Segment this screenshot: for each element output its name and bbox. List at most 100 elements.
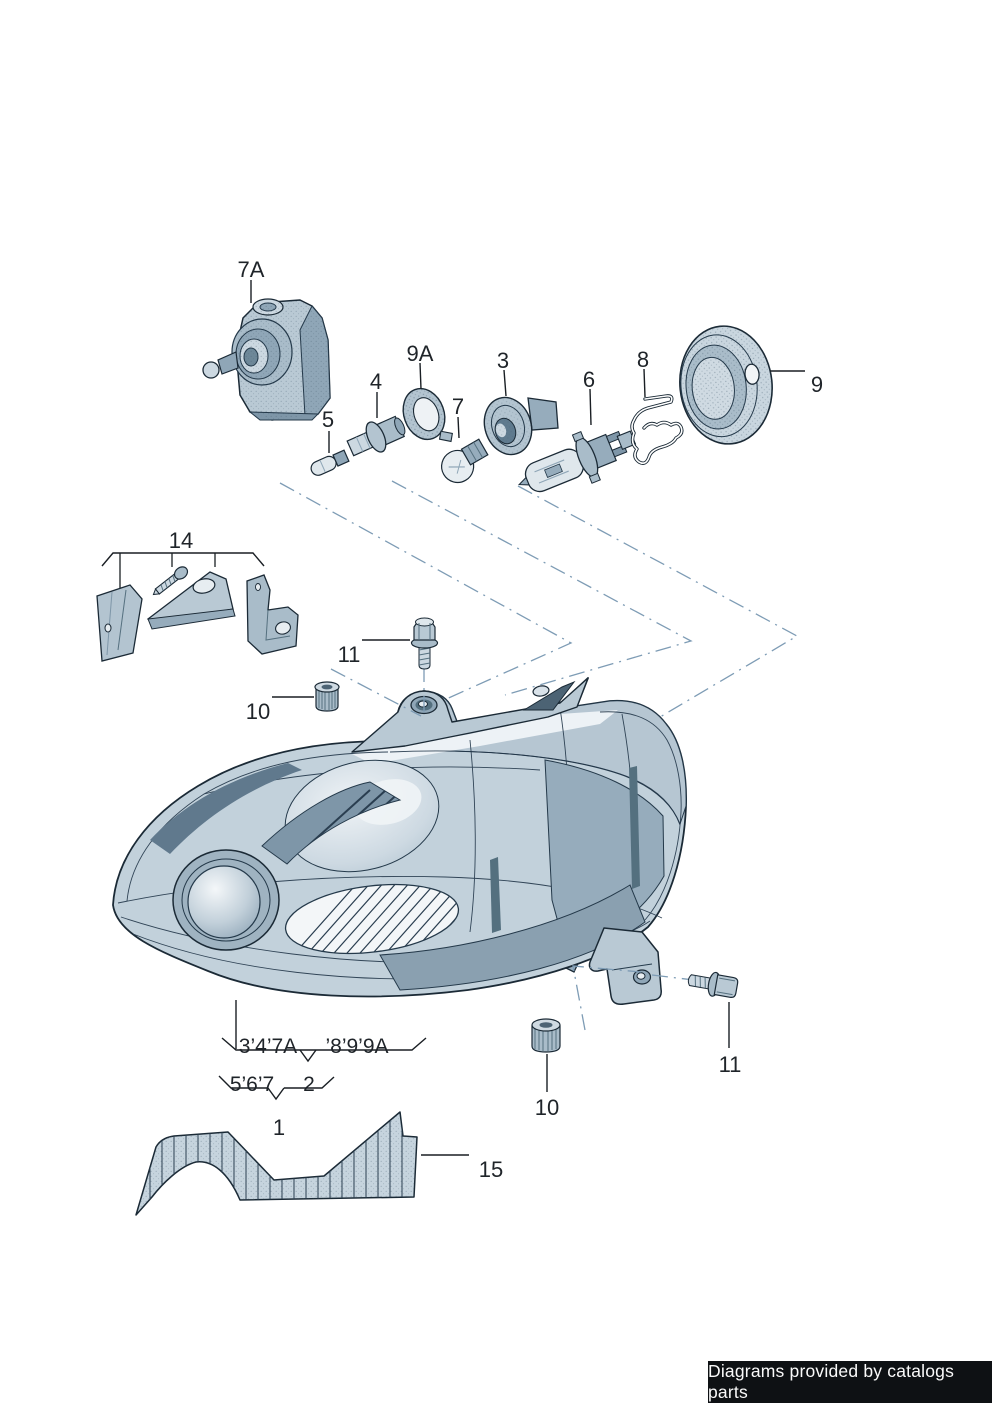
speed-nut-upper <box>314 681 340 712</box>
assembly-guide-lines <box>279 480 799 718</box>
group-row2-left[interactable]: 5’6’7 <box>230 1073 274 1096</box>
kit-l-bracket-hole-small <box>255 583 261 591</box>
bulb-shield-line <box>534 459 565 473</box>
motor-ball-end <box>202 361 220 379</box>
callout-7[interactable]: 7 <box>452 394 464 419</box>
bulb-filament <box>456 459 462 474</box>
leg-fold-line <box>611 963 653 971</box>
bulb-base <box>332 449 350 467</box>
callout-14[interactable]: 14 <box>169 528 193 553</box>
motor-texture <box>236 300 330 420</box>
bulb-tip <box>518 476 530 486</box>
projector-ring-inner <box>181 858 271 942</box>
callout-9[interactable]: 9 <box>811 372 823 397</box>
turn-signal-bulb <box>441 438 489 484</box>
bulb-socket <box>346 415 406 457</box>
kit-triangle-hole <box>192 578 216 594</box>
flange-tab <box>571 430 585 443</box>
callout-labels: 7A 5 4 9A 7 3 6 8 9 14 11 10 11 10 1 15 … <box>169 257 823 1182</box>
bracket-row2-right <box>284 1076 335 1089</box>
reference-brackets <box>218 1037 427 1101</box>
headlight-assembly-illustration <box>112 677 687 1005</box>
screw-thread <box>172 575 176 582</box>
cap-texture <box>679 326 773 444</box>
callout-7a[interactable]: 7A <box>238 257 265 282</box>
base-ring <box>473 441 484 459</box>
h4-bulb <box>518 430 637 493</box>
screw-head <box>173 566 189 580</box>
guide-chevron-1 <box>279 482 573 710</box>
callout-15[interactable]: 15 <box>479 1157 503 1182</box>
headlamp-adjusting-motor <box>202 298 331 421</box>
housing-sliver-2 <box>629 766 640 889</box>
callout-10-top[interactable]: 10 <box>246 699 270 724</box>
footer-credit-bar: Diagrams provided by catalogs parts <box>708 1361 992 1403</box>
ring-inner <box>412 397 440 432</box>
nut-hole <box>321 684 333 690</box>
callout-11-top[interactable]: 11 <box>338 642 361 667</box>
hex-bolt-upper <box>410 617 439 670</box>
bulb-shield-line <box>538 470 569 484</box>
dust-cap <box>679 325 773 445</box>
socket-detail <box>363 433 371 449</box>
leader-6 <box>589 388 592 426</box>
callout-8[interactable]: 8 <box>637 347 649 372</box>
bulb-holder <box>483 396 559 456</box>
cap-vent-hole <box>744 363 760 385</box>
kit-plate <box>96 584 143 662</box>
callout-5[interactable]: 5 <box>322 407 334 432</box>
leader-8 <box>643 368 646 398</box>
bracket-row1-notch <box>299 1049 317 1063</box>
callout-1[interactable]: 1 <box>273 1115 285 1140</box>
bolt-threads <box>418 647 431 666</box>
kit-plate-hole <box>104 623 112 633</box>
bulb-filament <box>448 466 465 468</box>
leader-3 <box>503 369 507 397</box>
footer-credit-text: Diagrams provided by catalogs parts <box>708 1361 955 1402</box>
bulb-base <box>460 438 489 466</box>
screw-tip <box>152 588 161 596</box>
bolt-bottom-guide <box>651 974 695 981</box>
bulb-detail <box>319 460 326 472</box>
screw-thread <box>164 581 168 588</box>
nut-bottom-guide <box>572 965 642 1031</box>
flange-tab <box>588 472 601 484</box>
housing-sliver-1 <box>490 857 501 933</box>
callout-10-bottom[interactable]: 10 <box>535 1095 559 1120</box>
mounting-leg <box>588 927 662 1005</box>
group-row2-right[interactable]: 2 <box>303 1073 315 1096</box>
guide-chevron-3 <box>517 485 799 718</box>
kit-l-bracket <box>246 574 299 655</box>
callout-6[interactable]: 6 <box>583 367 595 392</box>
wedge-bulb <box>310 449 350 476</box>
kit-triangle-lip <box>147 608 236 630</box>
socket-end <box>394 417 406 436</box>
callout-3[interactable]: 3 <box>497 348 509 373</box>
group-row1-right[interactable]: ’8’9’9A <box>325 1035 388 1058</box>
bolt-facet <box>719 977 736 982</box>
callout-4[interactable]: 4 <box>370 369 382 394</box>
speed-nut-lower <box>531 1018 561 1053</box>
projector-lens-ball <box>187 865 261 939</box>
clip-wire-core <box>631 395 683 464</box>
bulb-shield <box>544 463 563 478</box>
callout-11-bottom[interactable]: 11 <box>719 1052 742 1077</box>
arm-fin-slot <box>522 680 576 711</box>
callout-leader-lines <box>235 280 805 1156</box>
guide-chevron-2 <box>391 480 693 696</box>
leader-9a <box>419 362 422 390</box>
lens-highlight-band <box>352 710 618 764</box>
housing-dark-crescent <box>150 763 302 854</box>
motor-shaft <box>217 351 239 375</box>
callout-9a[interactable]: 9A <box>407 341 434 366</box>
bracket-row1 <box>221 1037 427 1051</box>
group-row1-left[interactable]: 3’4’7A <box>239 1035 297 1058</box>
bracket-row2-left <box>218 1075 268 1089</box>
arm-hole-2 <box>532 685 550 697</box>
bolt-facet <box>716 991 733 996</box>
screw-thread <box>168 578 172 585</box>
kit-l-bracket-hole <box>275 621 291 635</box>
bolt-head-top <box>415 617 434 627</box>
